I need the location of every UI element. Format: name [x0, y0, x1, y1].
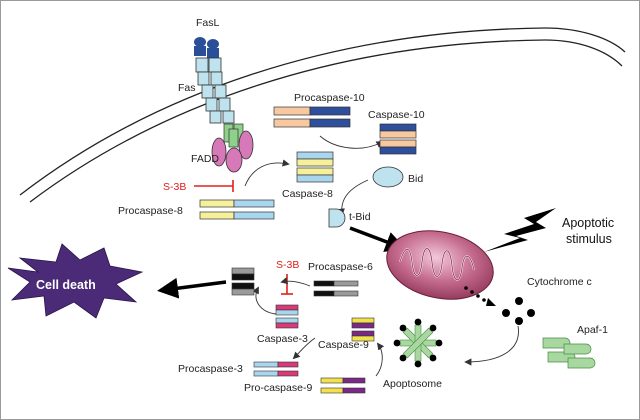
procaspase9-molecule — [320, 377, 366, 394]
s3b-top-label: S-3B — [163, 181, 186, 193]
fadd-adaptor — [211, 130, 254, 173]
cell-membrane — [19, 27, 626, 203]
fas-label: Fas — [178, 82, 196, 94]
cytochrome-c-label: Cytochrome c — [527, 276, 592, 288]
fasl-ligand — [194, 37, 219, 58]
caspase9-molecule — [351, 317, 375, 342]
arrow-procaspase10-to-caspase10 — [319, 135, 384, 149]
fas-receptor — [195, 57, 235, 124]
caspase8-molecule — [296, 151, 334, 183]
arrow-caspase3-to-caspase6 — [252, 286, 277, 315]
apoptosome-label: Apoptosome — [383, 378, 442, 390]
procaspase6-label: Procaspase-6 — [308, 261, 373, 273]
caspase10-molecule — [379, 123, 417, 155]
s3b-inhibitor-top — [194, 180, 234, 192]
cytochrome-c-release-dots — [464, 286, 496, 306]
apoptotic-stimulus-line2: stimulus — [566, 232, 612, 246]
caspase10-label: Caspase-10 — [368, 109, 425, 121]
procaspase8-label: Procaspase-8 — [118, 205, 183, 217]
arrow-caspase9-activates-caspase3 — [292, 337, 316, 360]
s3b-inhibitor-bottom — [281, 274, 293, 295]
arrow-apaf1-to-apoptosome — [464, 325, 519, 366]
procaspase3-molecule — [253, 361, 299, 377]
mitochondrion — [386, 230, 494, 300]
procaspase10-molecule — [273, 106, 351, 128]
arrow-procaspase6-to-caspase6 — [280, 277, 311, 287]
procaspase10-label: Procaspase-10 — [294, 92, 365, 104]
caspase8-label: Caspase-8 — [282, 188, 333, 200]
apaf1-label: Apaf-1 — [577, 324, 608, 336]
cell-death-burst — [7, 243, 144, 319]
arrow-to-cell-death — [157, 277, 227, 299]
tbid-label: t-Bid — [349, 211, 371, 223]
bid-label: Bid — [408, 173, 423, 185]
lightning-bolt-icon — [484, 208, 556, 252]
procaspase6-molecule — [313, 280, 359, 297]
apoptosome — [393, 318, 443, 368]
arrow-bid-to-tbid — [337, 179, 369, 216]
procaspase3-label: Procaspase-3 — [178, 363, 243, 375]
fasl-label: FasL — [196, 17, 220, 29]
caspase6-molecule — [231, 267, 255, 296]
caspase3-label: Caspase-3 — [257, 333, 308, 345]
arrow-procaspase9-to-caspase9 — [375, 342, 385, 377]
tbid-protein — [328, 208, 346, 228]
arrow-fadd-to-caspase8 — [244, 159, 290, 187]
bid-protein — [372, 166, 404, 188]
caspase9-label: Caspase-9 — [318, 339, 369, 351]
cell-death-label: Cell death — [36, 278, 96, 292]
caspase3-molecule — [275, 304, 299, 329]
s3b-bottom-label: S-3B — [276, 259, 299, 271]
procaspase9-label: Pro-caspase-9 — [244, 382, 312, 394]
apaf1-proteins — [542, 337, 596, 369]
apoptotic-stimulus-line1: Apoptotic — [562, 216, 614, 230]
procaspase8-molecule — [199, 199, 275, 220]
cytochrome-c-molecules — [502, 297, 535, 325]
fadd-label: FADD — [191, 153, 219, 165]
